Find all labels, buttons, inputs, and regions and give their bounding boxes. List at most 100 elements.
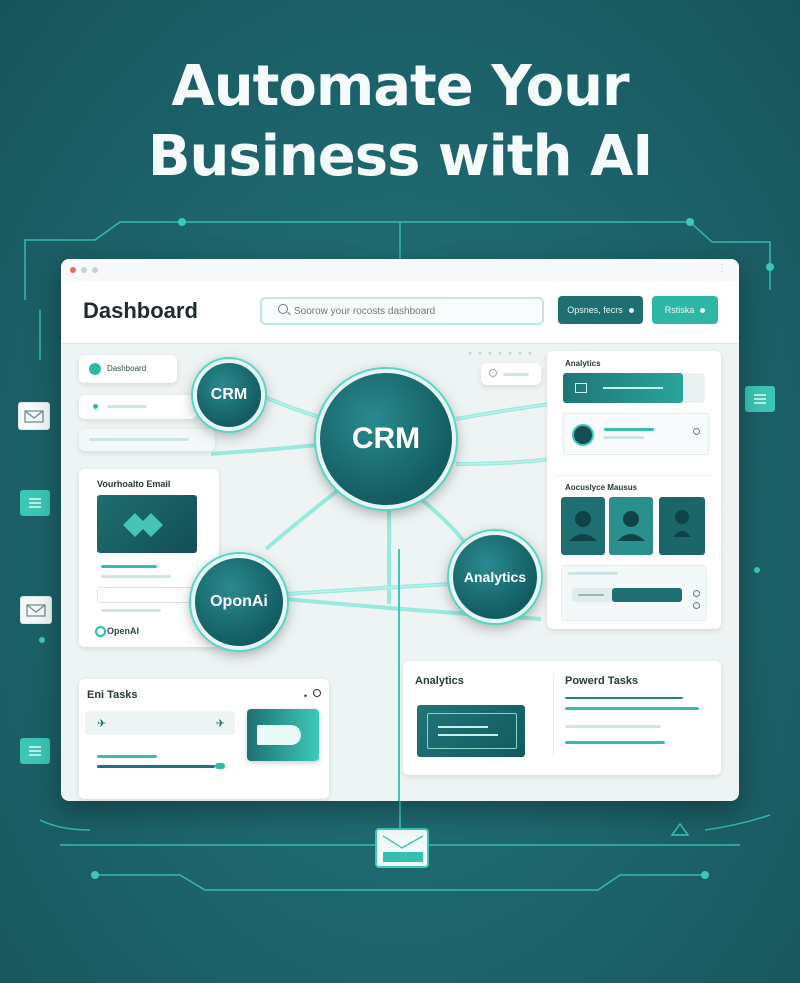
email-card-title: Vourhoalto Email [97,479,171,489]
placeholder-line [438,726,488,728]
window-menu-icon[interactable]: ⋮ [717,263,727,274]
analytics-bar-widget-end [683,373,705,403]
placeholder-line [101,565,157,568]
envelope-icon [375,828,429,868]
divider [553,675,554,755]
maximize-dot[interactable] [92,267,98,273]
settings-dot-icon [693,602,700,609]
close-dot[interactable] [70,267,76,273]
placeholder-line [503,373,529,376]
search-icon [278,304,288,314]
task-preview-shape [257,725,301,745]
options-button-label: Opsnes, fecrs [567,305,623,315]
connection-lines [210,387,552,801]
analytics-chart-widget[interactable] [417,705,525,757]
openai-node-label: OponAi [210,593,268,610]
search-icon [489,369,497,377]
avatar-icon [572,424,594,446]
crm-node-small[interactable]: CRM [193,359,265,431]
placeholder-line [565,707,699,710]
placeholder-line [604,428,654,431]
analytics-item[interactable] [563,413,709,455]
openai-node[interactable]: OponAi [191,554,287,650]
dot-icon [628,308,634,314]
user-tile[interactable] [609,497,653,555]
placeholder-line [97,765,215,768]
placeholder-line [97,755,157,758]
divider [555,475,713,476]
analytics-chart-frame [427,713,517,749]
sidebar-item-label: Dashboard [107,364,147,373]
avatar-icon [673,510,691,537]
list-icon [20,738,50,764]
page-title: Dashboard [83,298,198,323]
placeholder-line [89,438,189,441]
crm-node-main-label: CRM [351,422,421,455]
dot-icon [700,308,706,314]
crm-node-main[interactable]: CRM [316,369,456,509]
settings-dot-icon [693,590,700,597]
headline-line2: Business with AI [147,124,653,189]
task-row[interactable]: ✈ ✈ [85,711,235,735]
dot-icon [93,404,98,409]
sidebar-item[interactable] [79,429,215,451]
crm-node-small-label: CRM [210,386,248,403]
avatar-icon [569,511,597,541]
action-button-label: Rstiska [664,305,695,315]
minimize-dot[interactable] [81,267,87,273]
placeholder-line [603,387,663,389]
placeholder-line [438,734,498,736]
tasks-card: Eni Tasks • ✈ ✈ [79,679,329,799]
search-icon[interactable] [313,689,321,697]
placeholder-line [101,609,161,612]
action-button[interactable]: Rstiska [652,296,718,324]
search-bar[interactable] [261,298,543,324]
list-icon [20,490,50,516]
placeholder-line [568,572,618,575]
list-icon [745,386,775,412]
tasks-card-title: Eni Tasks [87,689,138,701]
headline-line1: Automate Your [171,54,629,119]
user-tile[interactable] [659,497,705,555]
plane-icon: ✈ [97,718,107,730]
info-chip[interactable] [481,363,541,385]
placeholder-line [107,405,147,408]
openai-label: OpenAI [107,626,140,636]
search-icon [693,428,700,435]
analytics-node[interactable]: Analytics [449,531,541,623]
avatar-icon [617,511,645,541]
analytics-title: Analytics [415,675,464,687]
dashboard-window: ⋮ Dashboard Opsnes, fecrs Rstiska [61,259,739,801]
placeholder-line [578,594,604,596]
placeholder-line [565,725,661,728]
placeholder-line [604,436,644,439]
user-tile[interactable] [561,497,605,555]
progress-fill [612,588,682,602]
powered-tasks-title: Powerd Tasks [565,675,639,687]
progress-widget[interactable] [561,565,707,621]
placeholder-line [565,741,665,744]
options-button[interactable]: Opsnes, fecrs [558,296,643,324]
chart-icon [575,383,587,393]
analytics-panel-title: Analytics [565,359,601,368]
task-preview[interactable] [247,709,319,761]
analytics-panel: Analytics Aocuslyce Mausus [547,351,721,629]
analytics-section-title: Aocuslyce Mausus [565,483,638,492]
email-preview-image [97,495,197,553]
envelope-icon [20,596,52,624]
analytics-tasks-card: Analytics Powerd Tasks [403,661,721,775]
sidebar-item-dashboard[interactable]: Dashboard [79,355,177,383]
plane-icon: ✈ [215,718,225,730]
analytics-bar-widget[interactable] [563,373,683,403]
analytics-node-label: Analytics [463,569,527,585]
envelope-icon [18,402,50,430]
dashboard-header: Dashboard Opsnes, fecrs Rstiska [61,281,739,344]
placeholder-line [565,697,683,699]
sidebar-item[interactable] [79,395,197,419]
placeholder-line [101,575,171,578]
search-input[interactable] [292,302,536,320]
toggle-icon[interactable] [215,763,225,769]
dashboard-icon [89,363,101,375]
headline: Automate Your Business with AI [0,52,800,192]
